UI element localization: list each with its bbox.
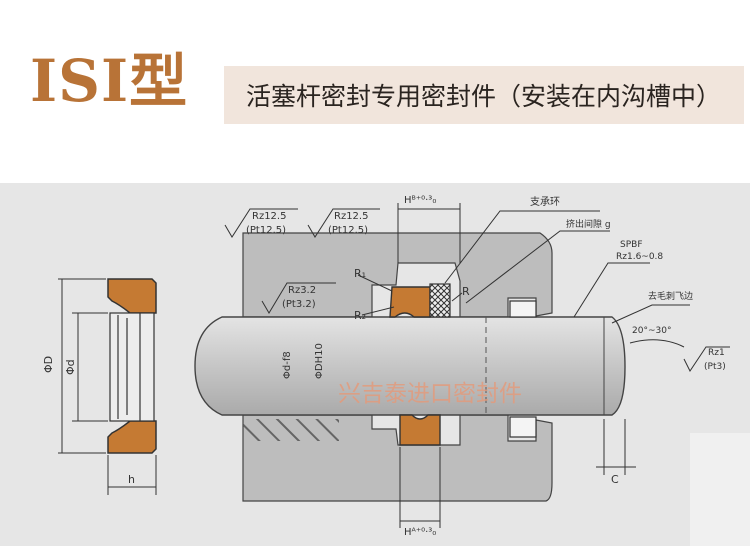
svg-text:Rz12.5: Rz12.5 bbox=[334, 211, 368, 222]
assembly-view: 兴吉泰进口密封件 Rz12.5 (Pt12.5) Rz12.5 (Pt12.5)… bbox=[194, 195, 730, 538]
hatch-area bbox=[243, 419, 339, 441]
label-c: C bbox=[611, 473, 619, 486]
label-angle: 20°~30° bbox=[632, 326, 671, 336]
label-ha: Hᴬ⁺⁰·³₀ bbox=[404, 527, 436, 538]
watermark: 兴吉泰进口密封件 bbox=[338, 381, 522, 407]
label-r: R bbox=[462, 285, 470, 298]
seal-section-view: ΦD Φd h bbox=[42, 278, 157, 495]
label-r1: R₁ bbox=[354, 267, 366, 280]
label-deburr: 去毛刺飞边 bbox=[648, 290, 693, 302]
svg-text:Rz12.5: Rz12.5 bbox=[252, 211, 286, 222]
photo-glare bbox=[690, 433, 750, 546]
label-spbf: SPBF bbox=[620, 240, 643, 250]
subtitle-box: 活塞杆密封专用密封件（安装在内沟槽中） bbox=[224, 66, 744, 124]
page-title: ISI型 bbox=[30, 47, 189, 115]
svg-text:(Pt12.5): (Pt12.5) bbox=[328, 225, 368, 236]
roughness-mark-4: Rz1 (Pt3) bbox=[683, 346, 730, 372]
label-df8: Φd-f8 bbox=[282, 351, 293, 379]
svg-text:(Pt12.5): (Pt12.5) bbox=[246, 225, 286, 236]
seal-profile-bottom bbox=[107, 420, 157, 454]
label-r2: R₂ bbox=[354, 309, 366, 322]
page-subtitle: 活塞杆密封专用密封件（安装在内沟槽中） bbox=[246, 82, 722, 111]
svg-text:(Pt3.2): (Pt3.2) bbox=[282, 299, 316, 310]
svg-text:Rz3.2: Rz3.2 bbox=[288, 285, 316, 296]
seal-body-outline bbox=[109, 312, 155, 422]
roughness-mark-2: Rz12.5 (Pt12.5) bbox=[307, 208, 380, 238]
support-ring-upper bbox=[429, 283, 451, 318]
guide-ring-lower bbox=[509, 416, 537, 438]
seal-profile-top bbox=[107, 278, 157, 314]
label-support-ring: 支承环 bbox=[530, 196, 560, 208]
label-hb: Hᴮ⁺⁰·³₀ bbox=[404, 195, 436, 206]
svg-text:(Pt3): (Pt3) bbox=[704, 362, 726, 372]
svg-text:Rz1: Rz1 bbox=[708, 348, 725, 358]
dim-d-inner: Φd bbox=[64, 359, 77, 375]
seal-upper bbox=[389, 286, 431, 318]
label-rz-range: Rz1.6~0.8 bbox=[616, 252, 663, 262]
label-extrusion-gap: 挤出间隙 g bbox=[566, 218, 611, 230]
roughness-mark-1: Rz12.5 (Pt12.5) bbox=[224, 208, 298, 238]
dim-h: h bbox=[128, 473, 135, 486]
guide-ring-upper bbox=[509, 300, 537, 318]
dim-d-outer: ΦD bbox=[42, 356, 55, 373]
header: ISI型 活塞杆密封专用密封件（安装在内沟槽中） bbox=[0, 0, 750, 180]
label-dh10: ΦDH10 bbox=[314, 343, 325, 379]
roughness-mark-3: Rz3.2 (Pt3.2) bbox=[261, 282, 336, 314]
drawing-svg: ΦD Φd h 兴吉泰进口密封件 bbox=[0, 183, 750, 546]
technical-drawing: ΦD Φd h 兴吉泰进口密封件 bbox=[0, 183, 750, 546]
seal-lower bbox=[399, 414, 441, 446]
piston-rod bbox=[194, 316, 626, 416]
